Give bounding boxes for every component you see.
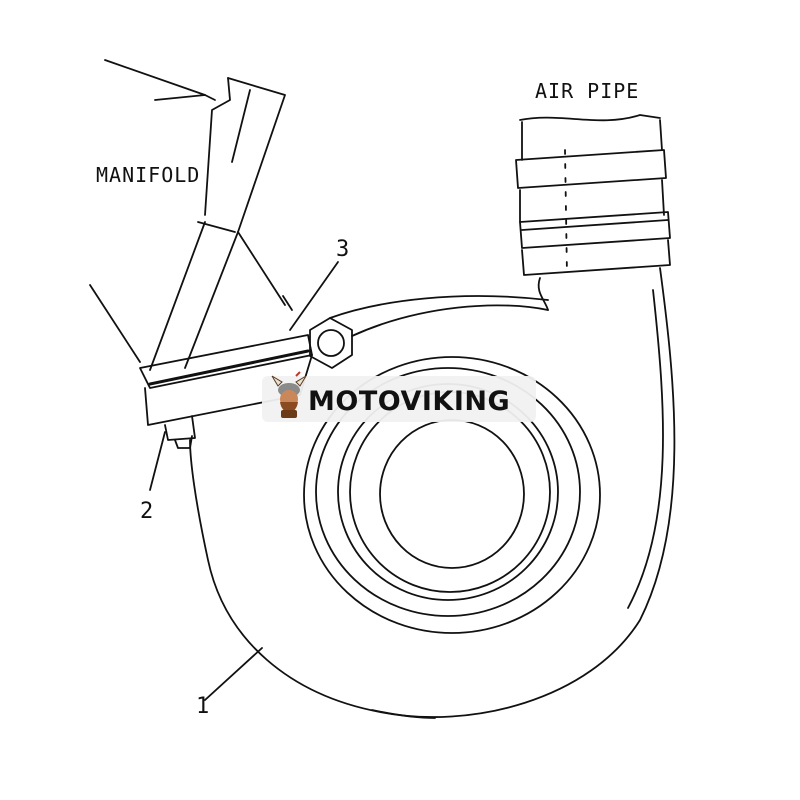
air-pipe [515, 114, 671, 311]
callout-1: 1 [196, 694, 209, 719]
watermark: MOTOVIKING [262, 371, 536, 422]
turbo-housing [189, 267, 676, 719]
manifold-pipe [89, 59, 293, 371]
watermark-text: MOTOVIKING [308, 386, 510, 417]
callout-3: 3 [336, 237, 349, 262]
hex-nut [309, 317, 353, 369]
leader-lines [149, 261, 339, 701]
viking-mascot-icon [271, 371, 307, 418]
air-pipe-label: AIR PIPE [535, 79, 639, 103]
manifold-flange [139, 334, 313, 449]
callout-2: 2 [140, 499, 153, 524]
manifold-label: MANIFOLD [96, 163, 200, 187]
